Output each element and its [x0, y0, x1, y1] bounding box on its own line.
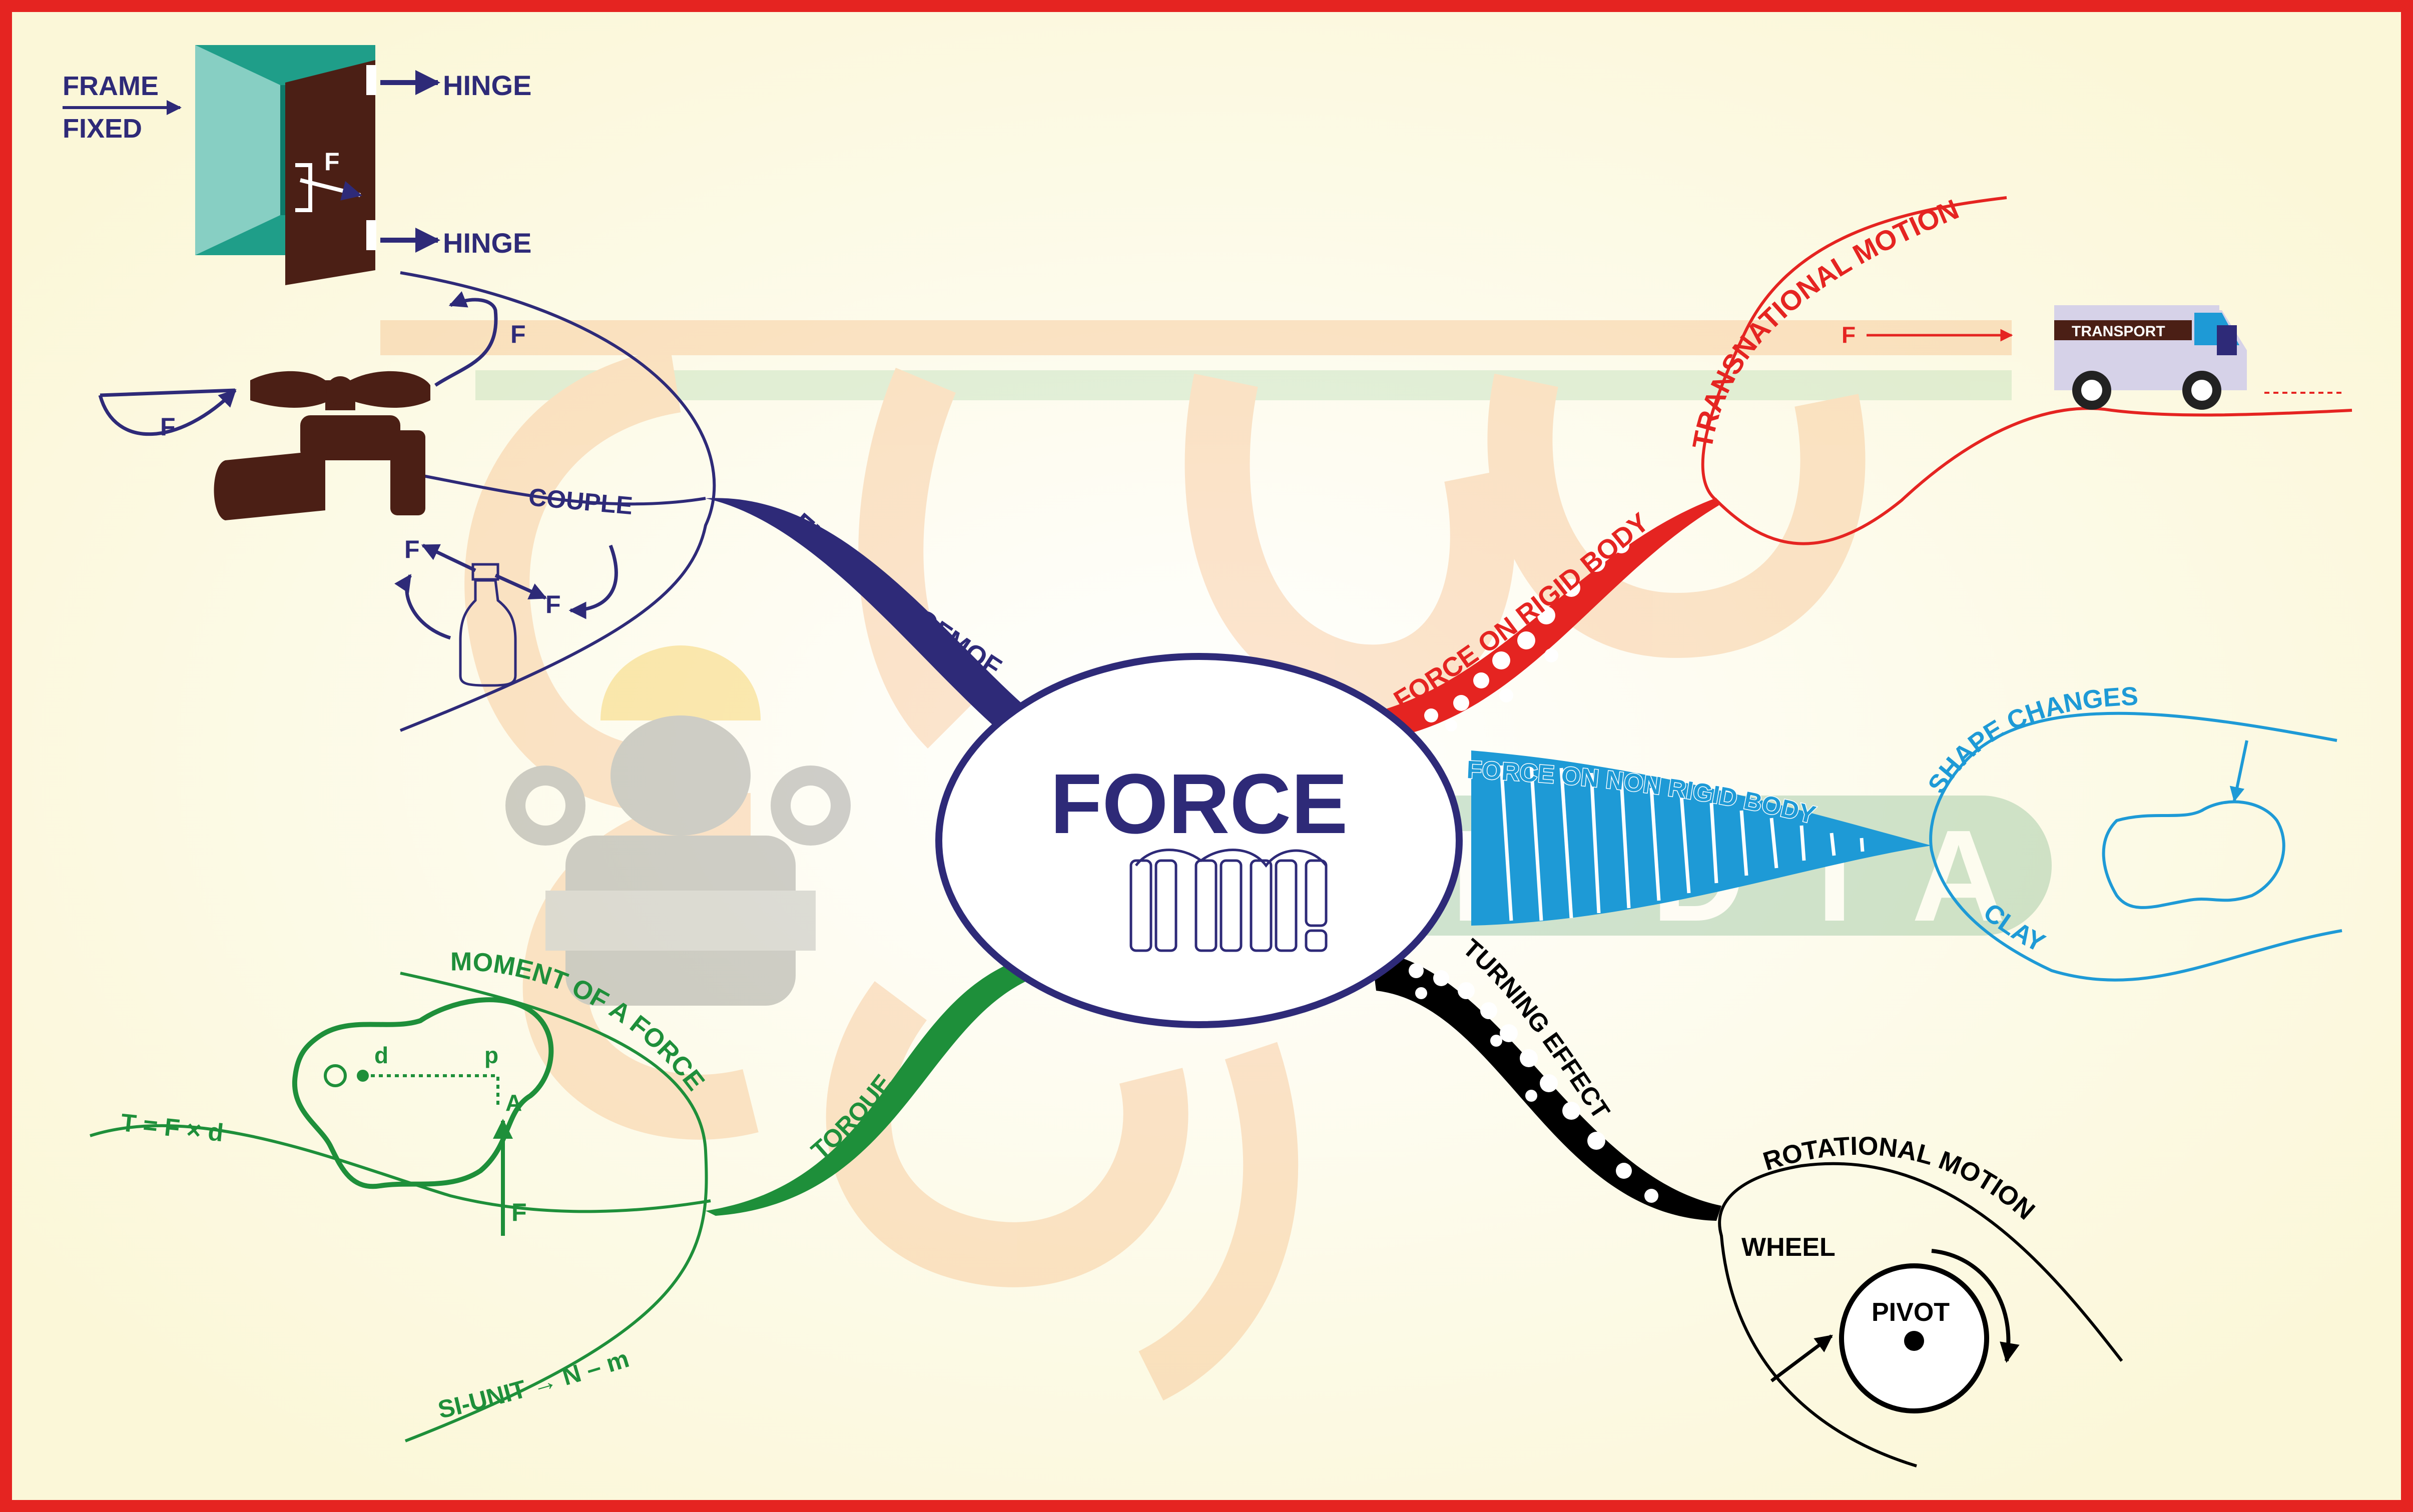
rigid-force-label: F: [1842, 322, 1856, 348]
tap-force-top-label: F: [510, 320, 526, 348]
hinge-bottom-label: HINGE: [443, 227, 531, 259]
clay-blob: [2102, 800, 2285, 909]
pivot-label: PIVOT: [1872, 1298, 1950, 1327]
wheel-label: WHEEL: [1741, 1233, 1836, 1262]
bottle-force-arrow-left: [421, 543, 476, 572]
non-rigid-stripes: [1499, 765, 1865, 921]
center-title: FORCE: [1050, 757, 1348, 852]
tap-force-arrow-left: [98, 389, 237, 436]
moment-d-label: d: [374, 1042, 388, 1068]
torque-branch-ribbon: [706, 951, 1056, 1216]
frame-label: FRAME: [63, 71, 159, 101]
bottle-curl-right: [568, 544, 618, 619]
couple-line: [420, 474, 706, 506]
wheel-rotation-arrow: [1931, 1249, 2020, 1363]
bottle-force-left-label: F: [404, 535, 420, 563]
formula-line: [90, 1124, 711, 1213]
moment-p-label: p: [484, 1042, 498, 1068]
transnational-boundary: [1701, 196, 2352, 545]
tap-left-loop: [100, 388, 236, 397]
turning-ribbon-dots: [1409, 963, 1658, 1203]
tap-force-left-label: F: [160, 413, 176, 441]
torque-boundary: [400, 972, 708, 1442]
truck-label: TRANSPORT: [2072, 323, 2165, 340]
bottle-icon: [459, 563, 517, 687]
center-ellipse: [935, 653, 1463, 1028]
moment-pivot-circle: [324, 1064, 347, 1087]
tap-force-arrow-top: [434, 291, 498, 387]
fixed-label: FIXED: [63, 114, 142, 144]
tap-icon: [214, 371, 430, 520]
door-illustration: F: [195, 45, 376, 285]
door-force-label: F: [324, 148, 340, 176]
rigid-ribbon-dots: [1424, 537, 1629, 731]
clay-press-arrow: [2229, 740, 2248, 802]
truck-icon: TRANSPORT: [2054, 305, 2247, 410]
moment-distance-line: [363, 1074, 499, 1106]
bottle-curl-left: [394, 574, 451, 640]
moment-a-label: A: [505, 1090, 522, 1116]
wheel-push-arrow: [1770, 1334, 1833, 1382]
hinge-top-label: HINGE: [443, 70, 531, 101]
svg-text:A: A: [1912, 804, 2006, 949]
non-rigid-boundary: [1929, 711, 2342, 982]
bottle-force-right-label: F: [545, 590, 561, 618]
branch-non-rigid: FORCE ON NON RIGID BODY SHAPE CHANGES CL…: [1465, 682, 2342, 982]
moment-force-label: F: [511, 1198, 527, 1226]
rotational-boundary: [1718, 1162, 2123, 1467]
non-rigid-branch-ribbon: [1471, 750, 1932, 926]
bottle-force-arrow-right: [494, 573, 547, 600]
pivot-dot: [1904, 1331, 1924, 1351]
center-force-icon: [1129, 849, 1328, 952]
moment-body-blob: [292, 997, 554, 1189]
center-node: FORCE: [935, 653, 1463, 1028]
examples-branch-ribbon: [706, 498, 1051, 753]
examples-boundary-curve: [399, 271, 716, 732]
